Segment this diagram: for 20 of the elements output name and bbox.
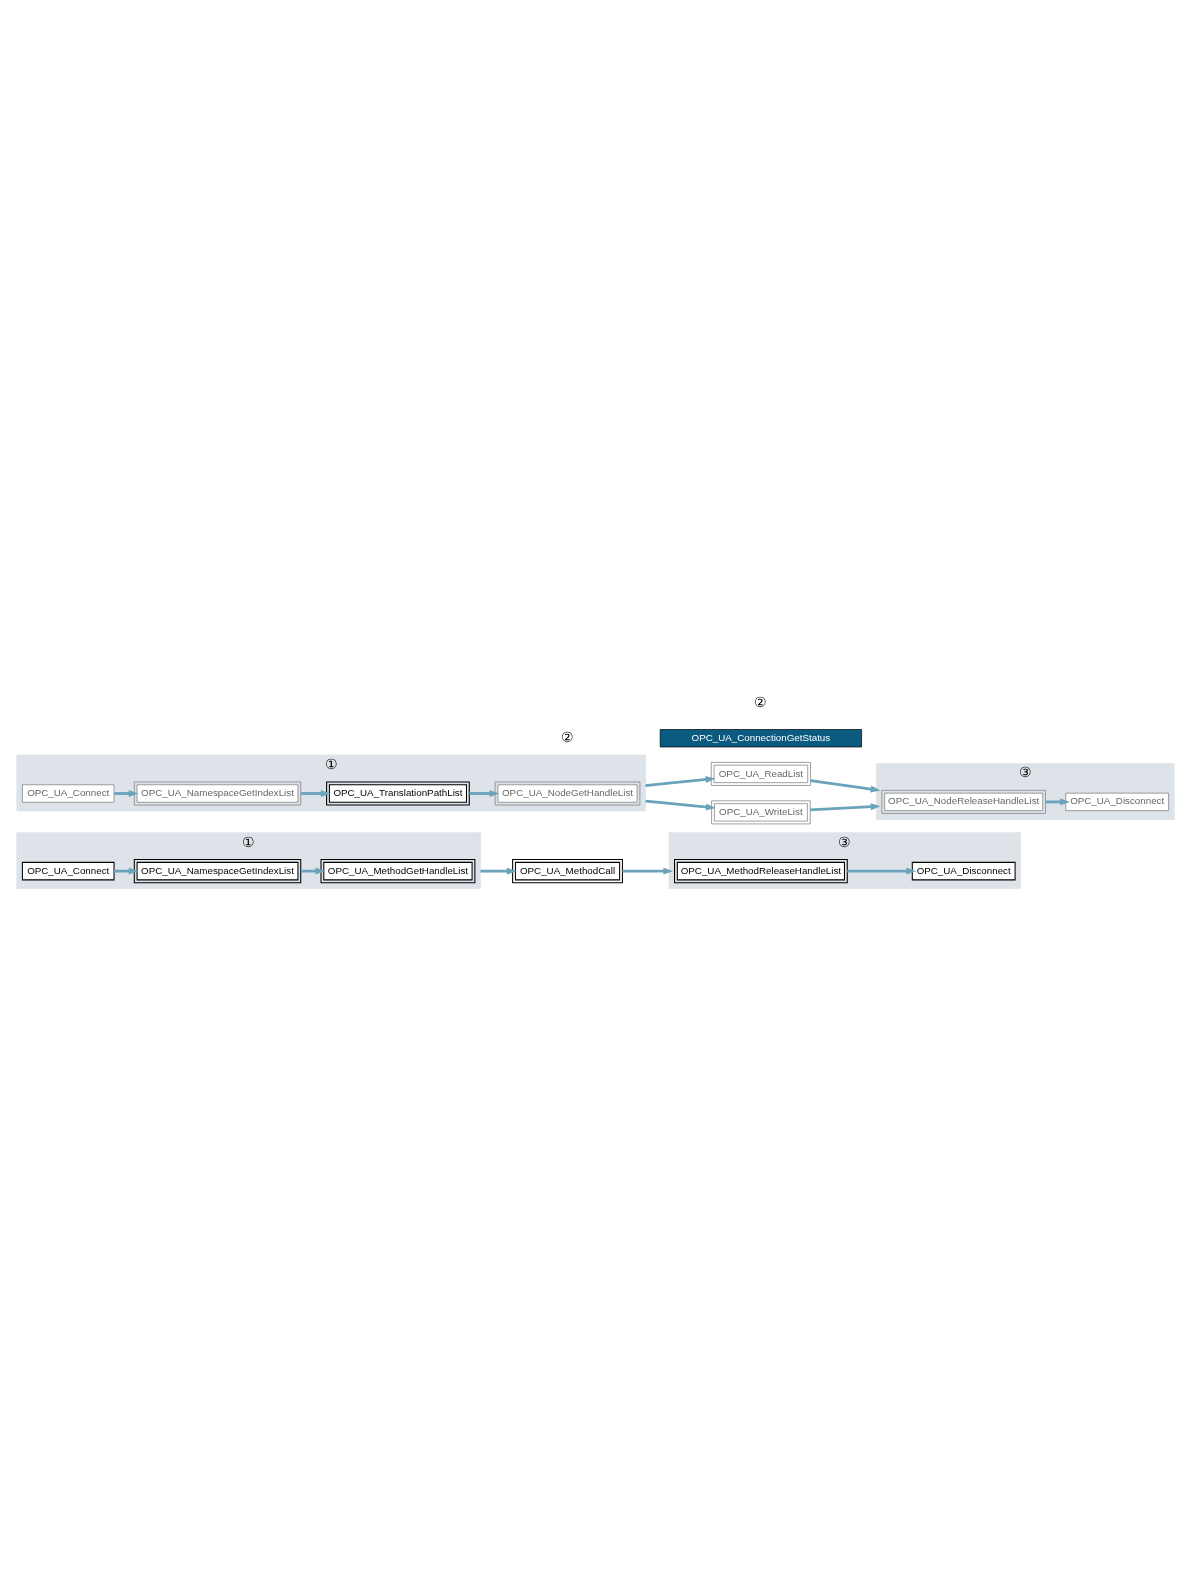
label: ② [754, 693, 768, 710]
node-box: OPC_UA_Connect [22, 784, 115, 803]
arrow [1045, 798, 1070, 806]
arrow [810, 779, 881, 793]
arrow [645, 799, 716, 811]
node-box: OPC_UA_Disconnect [1065, 792, 1169, 811]
arrow [300, 867, 326, 875]
node-box: OPC_UA_Disconnect [911, 861, 1016, 881]
arrow [469, 790, 500, 797]
label: ② [561, 729, 575, 746]
arrow [480, 867, 517, 875]
arrow [114, 867, 139, 875]
arrow [622, 867, 674, 875]
arrow [810, 803, 881, 812]
arrow [300, 790, 331, 797]
node-box: OPC_UA_ConnectionGetStatus [659, 729, 862, 748]
arrow [114, 790, 139, 797]
arrow [847, 867, 917, 875]
arrow [645, 776, 716, 787]
node-box: OPC_UA_Connect [21, 861, 115, 881]
